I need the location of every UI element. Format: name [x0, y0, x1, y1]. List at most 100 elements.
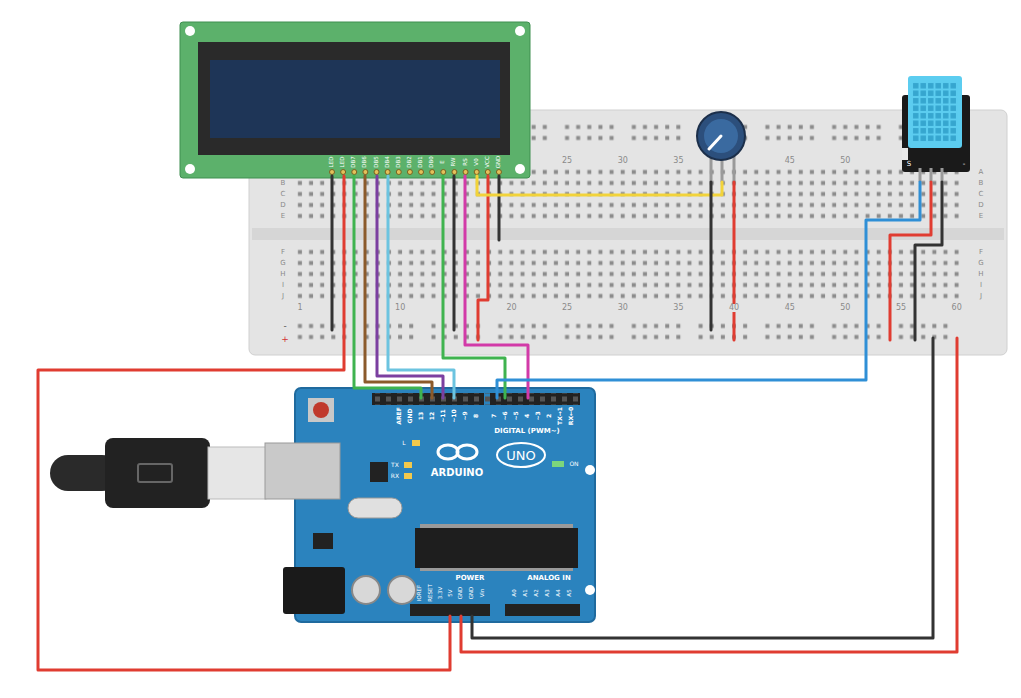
usb-cable [50, 438, 266, 508]
lcd-pins [419, 170, 424, 175]
pin-label: 2 [546, 414, 552, 418]
arduino-uno [457, 445, 477, 459]
pin-label: TX→1 [557, 407, 563, 425]
led-label: L [402, 440, 405, 446]
row-letter: H [280, 271, 285, 278]
arduino-uno [265, 443, 340, 499]
led-label: ON [569, 461, 578, 467]
lcd-module [180, 22, 530, 178]
row-letter: E [281, 213, 285, 220]
lcd-pins [385, 170, 390, 175]
pin-label: 7 [491, 414, 497, 418]
wires [498, 176, 501, 240]
breadboard [294, 321, 962, 343]
arduino-uno [420, 568, 573, 571]
lcd-module [180, 22, 530, 178]
arduino-uno [410, 604, 490, 616]
lcd-pins [396, 170, 401, 175]
lcd-pins [474, 170, 479, 175]
column-number: 35 [672, 157, 684, 165]
row-letter: B [281, 180, 286, 187]
lcd-pin-label: RS [463, 158, 469, 165]
pin-label: ~5 [513, 411, 519, 420]
column-number: 40 [728, 304, 740, 312]
lcd-pins [352, 170, 357, 175]
lcd-module [515, 26, 525, 36]
lcd-module [198, 42, 510, 155]
lcd-pin-label: E [441, 160, 447, 163]
lcd-pin-label: DB1 [418, 156, 424, 168]
led-label: TX [391, 462, 399, 468]
pin-label: 3.3V [438, 587, 444, 600]
column-number: 45 [784, 304, 796, 312]
column-number: 35 [672, 304, 684, 312]
column-number: 55 [895, 304, 907, 312]
column-number: 60 [951, 304, 963, 312]
lcd-pins [441, 170, 446, 175]
column-number: 50 [839, 157, 851, 165]
lcd-module [185, 164, 195, 174]
lcd-pin-label: VCC [485, 156, 491, 167]
potentiometer [697, 112, 745, 160]
row-letter: C [281, 191, 286, 198]
wires [331, 176, 334, 330]
row-letter: H [978, 271, 983, 278]
column-number: 20 [505, 304, 517, 312]
lcd-pins [496, 170, 501, 175]
pin-label: ~3 [535, 411, 541, 420]
lcd-module [210, 60, 500, 138]
wires [465, 176, 528, 398]
potentiometer [704, 119, 738, 153]
arduino-uno [313, 402, 329, 418]
brand-logo: ARDUINO [431, 468, 483, 478]
column-number: 25 [561, 157, 573, 165]
wires [365, 176, 432, 398]
lcd-pins [363, 170, 368, 175]
dht-sensor [930, 168, 933, 182]
pin-label: AREF [396, 407, 402, 424]
wires [478, 176, 488, 340]
pin-label: ~11 [440, 409, 446, 422]
pin-label: 12 [429, 412, 435, 420]
pin-label: A5 [567, 589, 573, 596]
lcd-pin-label: LED [329, 157, 335, 168]
row-letter: E [979, 213, 983, 220]
lcd-pin-label: LED [340, 157, 346, 168]
arduino-uno [585, 585, 595, 595]
breadboard [294, 247, 962, 302]
pin-label: GND [469, 587, 475, 600]
lcd-pins [452, 170, 457, 175]
arduino-uno [505, 604, 580, 616]
dht-sensor [912, 82, 958, 142]
rail-sign: + [281, 335, 289, 344]
wires [461, 338, 957, 652]
pin-label: A0 [512, 589, 518, 596]
lcd-pin-label: V0 [474, 158, 480, 165]
pin-label: ~10 [451, 409, 457, 422]
arduino-uno [348, 498, 402, 518]
rail-sign: - [283, 322, 286, 331]
arduino-uno [420, 524, 573, 528]
lcd-pins [485, 170, 490, 175]
pin-label: GND [407, 409, 413, 424]
row-letter: I [282, 282, 284, 289]
header-title: POWER [456, 575, 485, 582]
pin-label: A1 [523, 589, 529, 596]
dht-sensor [941, 168, 944, 182]
pin-label: GND [458, 587, 464, 600]
potentiometer [697, 112, 745, 182]
usb-cable [208, 447, 266, 499]
lcd-pin-label: DB6 [363, 156, 369, 168]
arduino-uno [552, 461, 564, 467]
pin-label: A3 [545, 589, 551, 596]
dht-sensor [902, 76, 970, 182]
lcd-module [515, 164, 525, 174]
row-letter: I [980, 282, 982, 289]
wires [733, 182, 736, 340]
lcd-pins [341, 170, 346, 175]
column-number: 1 [296, 304, 303, 312]
lcd-pin-label: DB0 [429, 156, 435, 168]
pin-label: 4 [524, 414, 530, 418]
